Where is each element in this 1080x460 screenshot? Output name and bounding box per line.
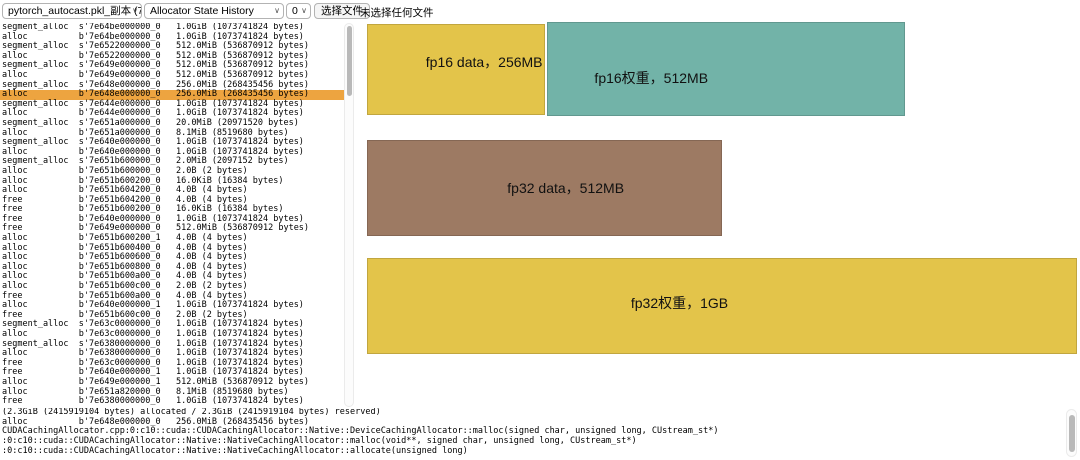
event-row[interactable]: alloc b'7e651b600600_0 4.0B (4 bytes) [2,252,248,263]
event-row[interactable]: alloc b'7e651b600a00_0 4.0B (4 bytes) [2,271,248,282]
event-detail-panel: (2.3GiB (2415919104 bytes) allocated / 2… [2,408,1064,458]
event-row[interactable]: free b'7e63c0000000_0 1.0GiB (1073741824… [2,357,304,368]
chevron-down-icon: ∨ [132,6,138,15]
detail-line: :0:c10::cuda::CUDACachingAllocator::Nati… [2,445,468,456]
scrollbar-thumb[interactable] [1069,415,1075,452]
memory-plot: fp16 data，256MB fp16权重，512MB fp32 data，512… [367,22,1077,354]
event-row[interactable]: segment_alloc s'7e6522000000_0 512.0MiB … [2,41,310,52]
device-select[interactable]: 0 ∨ [286,3,311,19]
event-row[interactable]: free b'7e651b600200_0 16.0KiB (16384 byt… [2,204,284,215]
detail-line: (2.3GiB (2415919104 bytes) allocated / 2… [2,408,381,417]
toolbar: pytorch_autocast.pkl_副本 (7) ∨ Allocator … [0,0,1080,22]
view-select-value: Allocator State History [150,5,254,17]
detail-line: :0:c10::cuda::CUDACachingAllocator::Nati… [2,436,637,447]
event-row[interactable]: segment_alloc s'7e648e000000_0 256.0MiB … [2,79,310,90]
event-row[interactable]: segment_alloc s'7e63c0000000_0 1.0GiB (1… [2,319,304,330]
event-row[interactable]: segment_alloc s'7e649e000000_0 512.0MiB … [2,60,310,71]
event-row-selected[interactable]: alloc b'7e648e000000_0 256.0MiB (2684354… [0,90,344,100]
event-row[interactable]: alloc b'7e651b604200_0 4.0B (4 bytes) [2,185,248,196]
event-row[interactable]: alloc b'7e6380000000_0 1.0GiB (107374182… [2,348,304,359]
detail-scrollbar[interactable] [1066,409,1077,457]
event-row[interactable]: alloc b'7e651b600200_0 16.0KiB (16384 by… [2,175,284,186]
event-row[interactable]: segment_alloc s'7e651b600000_0 2.0MiB (2… [2,156,289,167]
event-row[interactable]: free b'7e640e000000_1 1.0GiB (1073741824… [2,367,304,378]
event-row[interactable]: alloc b'7e651b600400_0 4.0B (4 bytes) [2,242,248,253]
snapshot-select[interactable]: pytorch_autocast.pkl_副本 (7) ∨ [2,3,142,19]
event-row[interactable]: free b'7e651b600a00_0 4.0B (4 bytes) [2,290,248,301]
chevron-down-icon: ∨ [274,6,280,15]
event-row[interactable]: alloc b'7e651a000000_0 8.1MiB (8519680 b… [2,127,289,138]
event-row[interactable]: alloc b'7e640e000000_0 1.0GiB (107374182… [2,146,304,157]
allocator-event-list: segment_alloc s'7e64be000000_0 1.0GiB (1… [0,23,344,408]
event-row[interactable]: alloc b'7e649e000000_0 512.0MiB (5368709… [2,69,310,80]
event-row[interactable]: free b'7e6380000000_0 1.0GiB (1073741824… [2,396,304,407]
memory-block-fp32-weights[interactable]: fp32权重，1GB [367,258,1077,354]
event-row[interactable]: free b'7e651b604200_0 4.0B (4 bytes) [2,194,248,205]
event-row[interactable]: free b'7e651b600c00_0 2.0B (2 bytes) [2,309,248,320]
snapshot-select-value: pytorch_autocast.pkl_副本 (7) [8,5,142,17]
event-row[interactable]: alloc b'7e640e000000_1 1.0GiB (107374182… [2,300,304,311]
detail-line: alloc b'7e648e000000_0 256.0MiB (2684354… [2,416,310,427]
event-row[interactable]: alloc b'7e651b600800_0 4.0B (4 bytes) [2,261,248,272]
event-row[interactable]: segment_alloc s'7e651a000000_0 20.0MiB (… [2,117,299,128]
event-list-scrollbar[interactable] [344,23,354,407]
file-status-text: 未选择任何文件 [360,7,434,19]
event-row[interactable]: segment_alloc s'7e64be000000_0 1.0GiB (1… [2,23,304,32]
event-row[interactable]: segment_alloc s'7e6380000000_0 1.0GiB (1… [2,338,304,349]
event-row[interactable]: alloc b'7e64be000000_0 1.0GiB (107374182… [2,31,304,42]
memory-block-fp16-data[interactable]: fp16 data，256MB [367,24,545,115]
memory-block-label: fp32权重，1GB [630,295,729,312]
memory-block-label: fp32 data，512MB [507,180,625,196]
view-select[interactable]: Allocator State History ∨ [144,3,284,19]
event-row[interactable]: alloc b'7e651b600200_1 4.0B (4 bytes) [2,233,248,244]
event-row[interactable]: alloc b'7e649e000000_1 512.0MiB (5368709… [2,376,310,387]
event-row[interactable]: alloc b'7e63c0000000_0 1.0GiB (107374182… [2,329,304,339]
memory-block-label: fp16权重，512MB [594,70,709,87]
event-row[interactable]: segment_alloc s'7e644e000000_0 1.0GiB (1… [2,98,304,109]
event-row[interactable]: alloc b'7e651b600000_0 2.0B (2 bytes) [2,165,248,176]
event-row[interactable]: alloc b'7e651a820000_0 8.1MiB (8519680 b… [2,386,289,397]
scrollbar-thumb[interactable] [347,26,352,96]
device-select-value: 0 [292,5,298,17]
event-row[interactable]: free b'7e640e000000_0 1.0GiB (1073741824… [2,213,304,224]
chevron-down-icon: ∨ [301,6,307,15]
memory-block-label: fp16 data，256MB [425,54,543,71]
memory-block-fp16-weights[interactable]: fp16权重，512MB [547,22,905,116]
event-row[interactable]: alloc b'7e651b600c00_0 2.0B (2 bytes) [2,281,248,292]
choose-file-button[interactable]: 选择文件 [314,3,370,19]
memory-block-fp32-data[interactable]: fp32 data，512MB [367,140,722,236]
event-row[interactable]: alloc b'7e6522000000_0 512.0MiB (5368709… [2,50,310,61]
event-row[interactable]: segment_alloc s'7e640e000000_0 1.0GiB (1… [2,137,304,148]
event-row[interactable]: alloc b'7e644e000000_0 1.0GiB (107374182… [2,108,304,119]
detail-line: CUDACachingAllocator.cpp:0:c10::cuda::CU… [2,426,719,437]
event-row[interactable]: free b'7e649e000000_0 512.0MiB (53687091… [2,223,310,234]
